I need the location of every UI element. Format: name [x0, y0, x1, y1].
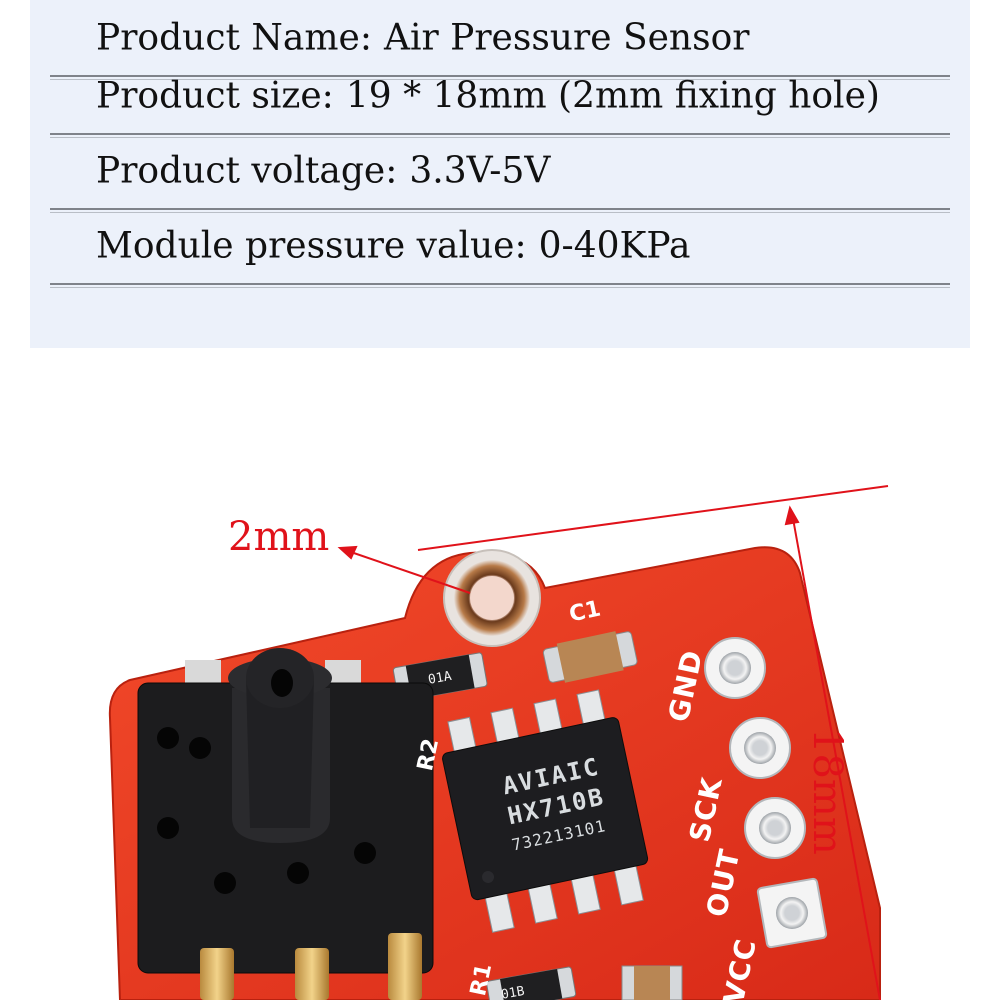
pressure-sensor [137, 648, 434, 1000]
spec-separator: : [385, 150, 398, 191]
dimension-lines [337, 485, 889, 1000]
mounting-hole [443, 549, 541, 647]
spec-value: 3.3V-5V [409, 150, 551, 191]
spec-label: Product voltage [96, 150, 386, 191]
spec-value: 0-40KPa [538, 225, 691, 266]
spec-row-product-size: Product size:19 * 18mm (2mm fixing hole) [50, 58, 950, 138]
spec-row-product-name: Product Name: Air Pressure Sensor [50, 0, 950, 80]
spec-separator: : [514, 225, 527, 266]
spec-value: Air Pressure Sensor [383, 17, 750, 58]
spec-separator: : [321, 75, 334, 116]
spec-value: 19 * 18mm (2mm fixing hole) [345, 75, 880, 116]
hole-dimension-label: 2mm [228, 514, 330, 560]
spec-label: Product Name [96, 17, 360, 58]
pcb-illustration [108, 485, 889, 1000]
capacitor-bottom [621, 965, 683, 1000]
pin-header [704, 637, 828, 949]
spec-row-product-voltage: Product voltage:3.3V-5V [50, 133, 950, 213]
spec-separator: : [359, 17, 372, 58]
height-dimension-label: 18mm [804, 728, 850, 855]
spec-row-module-pressure: Module pressure value:0-40KPa [50, 208, 950, 288]
spec-panel: Product Name: Air Pressure Sensor Product… [30, 0, 970, 348]
spec-label: Module pressure value [96, 225, 515, 266]
spec-label: Product size [96, 75, 322, 116]
ic-chip [442, 689, 649, 933]
capacitor-c1 [542, 631, 638, 683]
product-photo: 2mm 18mm AVIAIC HX710B 732213101 C1 R2 R… [0, 348, 1000, 1007]
